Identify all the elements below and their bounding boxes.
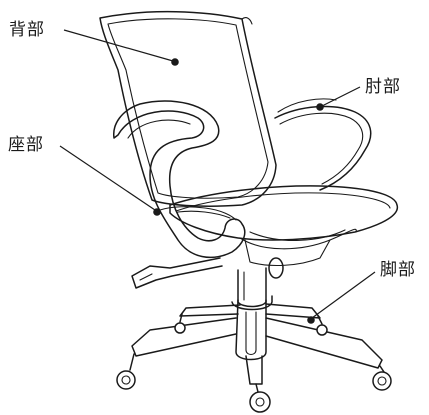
chair-seat: [169, 185, 399, 266]
chair-base: [131, 299, 383, 385]
chair-casters: [116, 313, 392, 413]
caster-left: [116, 353, 136, 390]
label-armrest: 肘部: [365, 77, 401, 97]
label-seat: 座部: [8, 135, 44, 155]
label-leg: 脚部: [380, 260, 416, 280]
label-leader-armrest: [316, 86, 361, 111]
label-back: 背部: [9, 20, 45, 40]
label-leader-back: [63, 29, 179, 66]
chair-armrest-right: [274, 98, 372, 191]
chair-backrest: [99, 10, 277, 207]
chair-tilt-lever: [131, 257, 223, 289]
caster-front: [249, 383, 271, 413]
caster-back-left: [174, 313, 186, 334]
label-leader-seat: [59, 145, 161, 216]
chair-armrest-left: [113, 100, 246, 259]
caster-back-right: [316, 315, 328, 336]
label-leader-leg: [307, 271, 376, 324]
caster-right: [372, 365, 392, 391]
